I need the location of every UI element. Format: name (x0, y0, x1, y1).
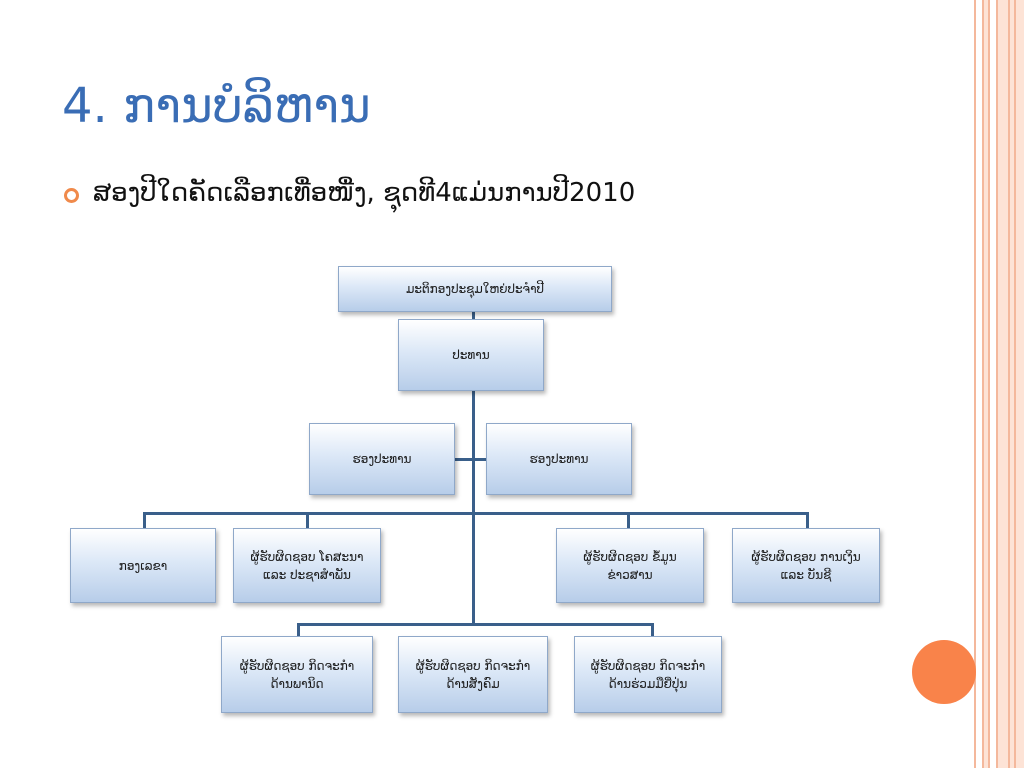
connector (297, 623, 300, 637)
decor-stripe (982, 0, 990, 768)
bullet-circle-icon (64, 187, 79, 203)
connector (143, 512, 809, 515)
connector (806, 512, 809, 529)
connector (627, 512, 630, 529)
node-information: ຜູ້ຮັບຜິດຊອບ ຂໍ້ມູນ ຂ່າວສານ (556, 528, 704, 603)
node-vice-president-right: ຮອງປະທານ (486, 423, 632, 495)
slide-title: 4. ການບໍລິຫານ (62, 78, 371, 134)
node-secretariat: ກອງເລຂາ (70, 528, 216, 603)
node-activity-japan: ຜູ້ຮັບຜິດຊອບ ກິດຈະກໍາ ດ້ານຮ່ວມມືຍີ່ປຸ່ນ (574, 636, 722, 713)
node-activity-social: ຜູ້ຮັບຜິດຊອບ ກິດຈະກໍາ ດ້ານສັງຄົມ (398, 636, 548, 713)
connector (472, 390, 475, 626)
connector (297, 623, 654, 626)
connector (143, 512, 146, 529)
decor-circle (912, 640, 976, 704)
decor-stripe (974, 0, 976, 768)
decor-stripe (1008, 0, 1010, 768)
connector (651, 623, 654, 637)
node-activity-trade: ຜູ້ຮັບຜິດຊອບ ກິດຈະກໍາ ດ້ານພານິດ (221, 636, 373, 713)
node-vice-president-left: ຮອງປະທານ (309, 423, 455, 495)
node-president: ປະທານ (398, 319, 544, 391)
node-general-assembly: ມະຕິກອງປະຊຸມໃຫຍ່ປະຈໍາປີ (338, 266, 612, 312)
node-finance: ຜູ້ຮັບຜິດຊອບ ການເງິນ ແລະ ບັນຊີ (732, 528, 880, 603)
decor-stripe (1014, 0, 1016, 768)
node-publicity: ຜູ້ຮັບຜິດຊອບ ໂຄສະນາ ແລະ ປະຊາສໍາພັນ (233, 528, 381, 603)
bullet-item: ສອງປີໃດຄັດເລືອກເທື່ອໜື່ງ, ຊຸດທີ4ແມ່ນການປ… (64, 178, 635, 208)
bullet-text: ສອງປີໃດຄັດເລືອກເທື່ອໜື່ງ, ຊຸດທີ4ແມ່ນການປ… (93, 178, 636, 208)
connector (455, 458, 487, 461)
connector (306, 512, 309, 529)
decor-stripe (996, 0, 1024, 768)
org-chart: ມະຕິກອງປະຊຸມໃຫຍ່ປະຈໍາປີ ປະທານ ຮອງປະທານ ຮ… (70, 266, 880, 713)
connector (472, 311, 475, 321)
